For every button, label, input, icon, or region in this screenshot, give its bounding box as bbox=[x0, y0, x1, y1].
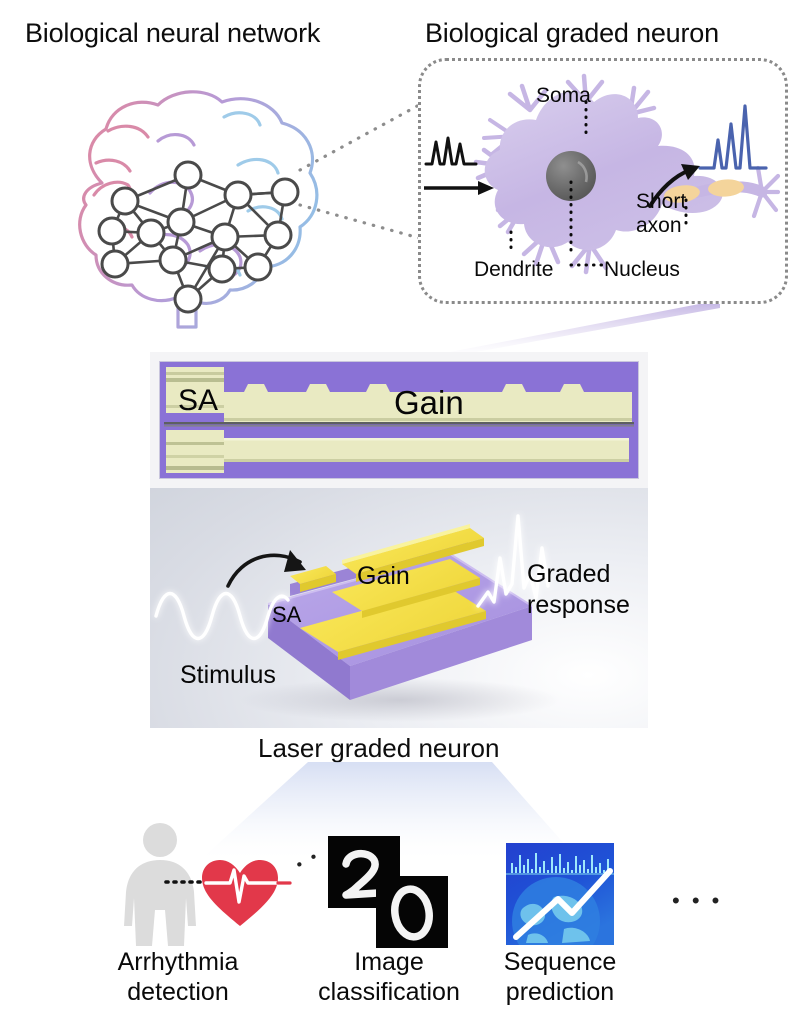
stimulus-label: Stimulus bbox=[180, 661, 276, 689]
chip-gain-label: Gain bbox=[394, 384, 464, 421]
network-node bbox=[97, 216, 127, 246]
network-node bbox=[270, 177, 300, 207]
sa-metal-pad bbox=[166, 367, 224, 413]
mnist-digit-2 bbox=[342, 849, 382, 899]
network-node bbox=[263, 220, 293, 250]
short-axon-label-line1: Short bbox=[636, 190, 687, 213]
network-node bbox=[100, 249, 130, 279]
app-icon-arrhythmia bbox=[118, 818, 292, 948]
neuron-panel-title: Biological graded neuron bbox=[425, 18, 719, 48]
neuron-illustration bbox=[418, 58, 782, 298]
mnist-digit-0 bbox=[391, 885, 433, 941]
app-icon-sequence-prediction bbox=[506, 843, 614, 945]
metal-stripe-lower bbox=[300, 587, 486, 652]
app-label-arrhythmia: Arrhythmia detection bbox=[78, 948, 278, 1007]
input-stimulus-icon bbox=[424, 136, 494, 195]
device-to-apps-funnel bbox=[140, 760, 660, 870]
app-label-image-line2: classification bbox=[318, 977, 460, 1006]
graded-response-label-line2: response bbox=[527, 591, 630, 619]
brain-network-illustration bbox=[10, 45, 390, 329]
dendrite-label: Dendrite bbox=[474, 258, 554, 281]
app-icon-image-classification bbox=[328, 836, 448, 948]
response-waveform bbox=[476, 514, 550, 608]
network-node bbox=[210, 222, 240, 252]
soma-shape bbox=[484, 91, 723, 251]
sa-metal-pad-lower bbox=[166, 430, 224, 473]
short-axon-label-line2: axon bbox=[636, 214, 682, 237]
network-node bbox=[110, 186, 140, 216]
stimulus-arrow-icon bbox=[226, 550, 306, 588]
network-node bbox=[166, 207, 196, 237]
app-label-arrhythmia-line1: Arrhythmia bbox=[117, 948, 239, 976]
gain-ridge-metal bbox=[224, 384, 632, 422]
myelin-segment bbox=[664, 185, 700, 203]
app-label-sequence-line2: prediction bbox=[505, 977, 615, 1006]
network-node bbox=[173, 284, 203, 314]
trend-arrow-icon bbox=[513, 868, 613, 940]
zoom-connector-lines bbox=[295, 95, 435, 245]
metal-stripe-mid bbox=[332, 559, 480, 611]
app-label-sequence-prediction: Sequence prediction bbox=[462, 948, 658, 1007]
sa-segment-top bbox=[290, 566, 336, 584]
neuron-to-device-funnel bbox=[390, 300, 720, 362]
figure-caption: Laser graded neuron bbox=[258, 733, 500, 763]
device-gain-label: Gain bbox=[357, 562, 410, 590]
trailing-ellipsis: • • • bbox=[672, 888, 723, 913]
soma-label: Soma bbox=[536, 84, 591, 107]
app-label-image-classification: Image classification bbox=[287, 948, 491, 1007]
device-schematic-frame bbox=[150, 488, 648, 728]
network-node bbox=[243, 252, 273, 282]
app-label-sequence-line1: Sequence bbox=[503, 948, 617, 976]
graded-response-label-line1: Graded bbox=[527, 560, 611, 588]
network-node bbox=[207, 254, 237, 284]
output-arrow-icon bbox=[648, 164, 700, 208]
network-node bbox=[223, 180, 253, 210]
human-body-icon bbox=[124, 823, 196, 946]
ecg-line bbox=[204, 868, 278, 904]
device-sa-label: SA bbox=[272, 602, 302, 627]
graded-output-spike-icon bbox=[698, 104, 768, 170]
stimulus-waveform bbox=[154, 592, 290, 640]
brain-panel-title: Biological neural network bbox=[25, 18, 321, 48]
app-label-image-line1: Image bbox=[354, 948, 424, 976]
axon-shape bbox=[656, 165, 781, 219]
nucleus-label: Nucleus bbox=[604, 258, 680, 281]
gain-segment-top bbox=[342, 528, 484, 574]
network-nodes bbox=[97, 160, 300, 314]
lower-metal-stripe bbox=[224, 438, 629, 462]
nucleus-shape bbox=[546, 151, 596, 201]
network-node bbox=[136, 218, 166, 248]
network-node bbox=[173, 160, 203, 190]
app-label-arrhythmia-line2: detection bbox=[127, 977, 229, 1006]
chip-sa-label: SA bbox=[178, 384, 219, 417]
chip-photo bbox=[160, 362, 638, 478]
myelin-segment bbox=[708, 179, 744, 197]
spectrum-bars bbox=[511, 853, 609, 873]
network-node bbox=[158, 245, 188, 275]
